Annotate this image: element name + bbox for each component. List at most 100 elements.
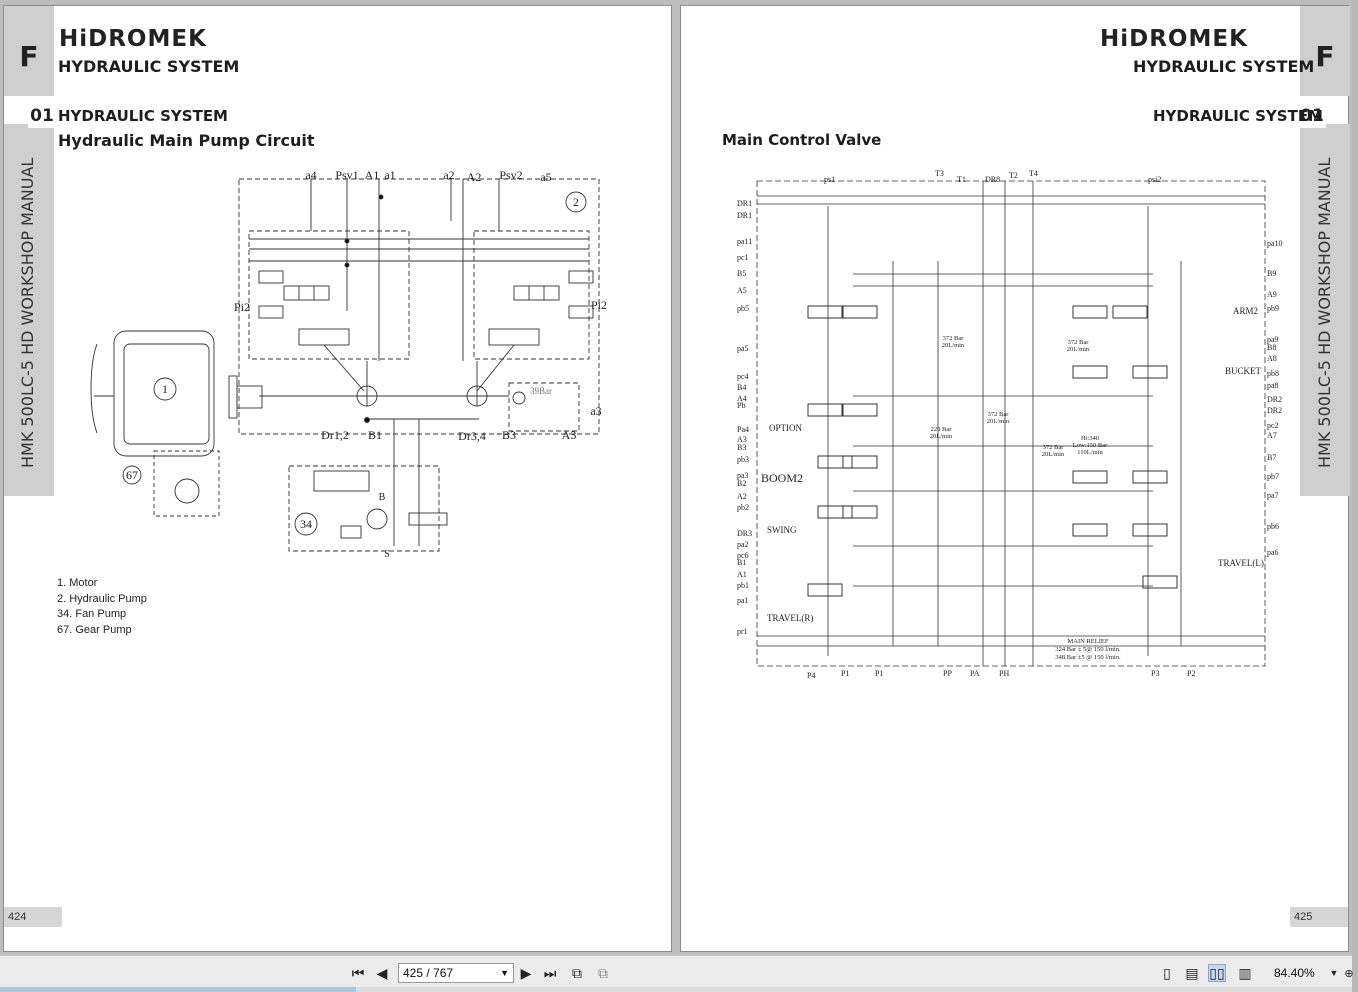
legend-item: 2. Hydraulic Pump xyxy=(57,592,147,605)
valve-spool-16 xyxy=(1072,523,1108,537)
note: 20L/min xyxy=(1067,346,1090,353)
zoom-level[interactable]: 84.40% xyxy=(1274,966,1315,980)
function-travel-l: TRAVEL(L) xyxy=(1218,558,1264,568)
label-b3: B3 xyxy=(502,428,516,442)
port-left-26: pa1 xyxy=(737,596,749,605)
valve-spool-11 xyxy=(1132,470,1168,484)
note: 372 Bar xyxy=(1068,339,1090,346)
section-title: HYDRAULIC SYSTEM xyxy=(1153,107,1323,125)
port-pa: PA xyxy=(970,669,980,678)
port-left-11: Pb xyxy=(737,401,745,410)
chevron-down-icon: ▼ xyxy=(500,968,509,978)
section-number: 01 xyxy=(28,104,56,128)
chapter-letter: F xyxy=(19,40,39,73)
page-number-field[interactable]: 425 / 767 ▼ xyxy=(398,963,514,983)
section-number: 01 xyxy=(1298,104,1326,128)
note: 220 Bar xyxy=(931,426,953,433)
page-number: 424 xyxy=(4,907,62,927)
label-a3-small: a3 xyxy=(590,404,601,418)
function-travel-r: TRAVEL(R) xyxy=(767,613,813,623)
port-left-18: A2 xyxy=(737,492,747,501)
port-right-3: pb9 xyxy=(1267,304,1279,313)
port-right-4: pa9 xyxy=(1267,335,1279,344)
legend: 1. Motor 2. Hydraulic Pump 34. Fan Pump … xyxy=(57,576,147,638)
label-b: B xyxy=(379,492,386,503)
note-main-relief: MAIN RELIEF xyxy=(1068,638,1109,645)
valve-spool-0 xyxy=(807,305,843,319)
port-right-14: pb7 xyxy=(1267,472,1279,481)
valve-spool-1 xyxy=(807,403,843,417)
port-right-6: A8 xyxy=(1267,354,1277,363)
port-left-4: B5 xyxy=(737,269,746,278)
zoom-dropdown-icon[interactable]: ▼ xyxy=(1329,968,1339,978)
port-left-22: pc6 xyxy=(737,551,749,560)
function-option: OPTION xyxy=(769,423,802,433)
main-pump-circuit-diagram: a4 Psv1 A1 a1 a2 A2 Psv2 a5 2 Pi2 Pi2 1 … xyxy=(90,168,607,560)
port-left-16: pa3 xyxy=(737,471,749,480)
chapter-letter: F xyxy=(1315,40,1335,73)
valve-spool-4 xyxy=(807,583,843,597)
port-right-1: B9 xyxy=(1267,269,1276,278)
viewer-toolbar: ⏮ ◀ 425 / 767 ▼ ▶ ⏭ ⧉ ⧉ ▯ ▤ ▯▯ ▥ 84.40% ▼… xyxy=(0,955,1354,992)
label-a3: A3 xyxy=(562,428,577,442)
two-page-icon[interactable]: ▯▯ xyxy=(1208,964,1226,982)
valve-spool-2 xyxy=(817,455,853,469)
label-dr12: Dr1,2 xyxy=(321,428,349,442)
prev-page-icon[interactable]: ◀ xyxy=(376,964,388,981)
single-page-icon[interactable]: ▯ xyxy=(1163,964,1171,981)
horizontal-scrollbar[interactable] xyxy=(0,987,1352,992)
port-right-11: pc2 xyxy=(1267,421,1279,430)
port-left-5: A5 xyxy=(737,286,747,295)
port-left-23: B1 xyxy=(737,558,746,567)
function-boom2: BOOM2 xyxy=(761,471,803,485)
port-left-15: pb3 xyxy=(737,455,749,464)
port-right-8: pa8 xyxy=(1267,381,1279,390)
function-bucket: BUCKET xyxy=(1225,366,1262,376)
page-title: Main Control Valve xyxy=(722,131,882,149)
port-p1b: P1 xyxy=(875,669,883,678)
valve-spool-15 xyxy=(1072,470,1108,484)
label-motor-1: 1 xyxy=(162,382,168,396)
label-a1: A1 xyxy=(365,168,380,182)
zoom-icon[interactable]: ⊕ xyxy=(1344,967,1354,980)
valve-spool-5 xyxy=(842,305,878,319)
label-a1-small: a1 xyxy=(384,168,395,182)
page-424: F 01 HMK 500LC-5 HD WORKSHOP MANUAL HiDR… xyxy=(3,5,672,952)
first-page-icon[interactable]: ⏮ xyxy=(351,964,365,981)
note: 20L/min xyxy=(1042,451,1065,458)
port-right-16: pb6 xyxy=(1267,522,1279,531)
valve-spool-14 xyxy=(1072,365,1108,379)
port-left-24: A1 xyxy=(737,570,747,579)
next-page-icon[interactable]: ▶ xyxy=(520,964,532,981)
port-right-7: pb8 xyxy=(1267,369,1279,378)
continuous-icon[interactable]: ▤ xyxy=(1185,964,1199,981)
side-manual-label: HMK 500LC-5 HD WORKSHOP MANUAL xyxy=(1315,157,1334,468)
label-psv1: Psv1 xyxy=(335,168,358,182)
note: 372 Bar xyxy=(1043,444,1065,451)
last-page-icon[interactable]: ⏭ xyxy=(543,964,557,981)
rotate-icon[interactable]: ⧉ xyxy=(572,964,582,981)
note: Hi:340 xyxy=(1081,435,1099,442)
scrollbar-thumb[interactable] xyxy=(0,987,356,992)
port-ph: PH xyxy=(999,669,1009,678)
port-left-3: pc1 xyxy=(737,253,749,262)
function-arm2: ARM2 xyxy=(1233,306,1258,316)
label-s: S xyxy=(384,549,390,560)
port-right-13: B7 xyxy=(1267,453,1276,462)
port-right-5: B8 xyxy=(1267,343,1276,352)
label-a2: A2 xyxy=(467,170,482,184)
page-field-value: 425 / 767 xyxy=(403,966,454,980)
two-page-continuous-icon[interactable]: ▥ xyxy=(1238,964,1252,981)
note: 110L/min xyxy=(1077,449,1103,456)
note: 20L/min xyxy=(987,418,1010,425)
fit-icon[interactable]: ⧉ xyxy=(598,964,608,981)
chapter-tab: F xyxy=(1300,6,1350,96)
port-left-27: pr1 xyxy=(737,627,748,636)
label-pump-2: 2 xyxy=(573,195,579,209)
port-left-20: DR3 xyxy=(737,529,752,538)
note: 20L/min xyxy=(930,433,953,440)
valve-spool-17 xyxy=(1142,575,1178,589)
side-manual-label: HMK 500LC-5 HD WORKSHOP MANUAL xyxy=(18,157,37,468)
valve-spool-9 xyxy=(1112,305,1148,319)
